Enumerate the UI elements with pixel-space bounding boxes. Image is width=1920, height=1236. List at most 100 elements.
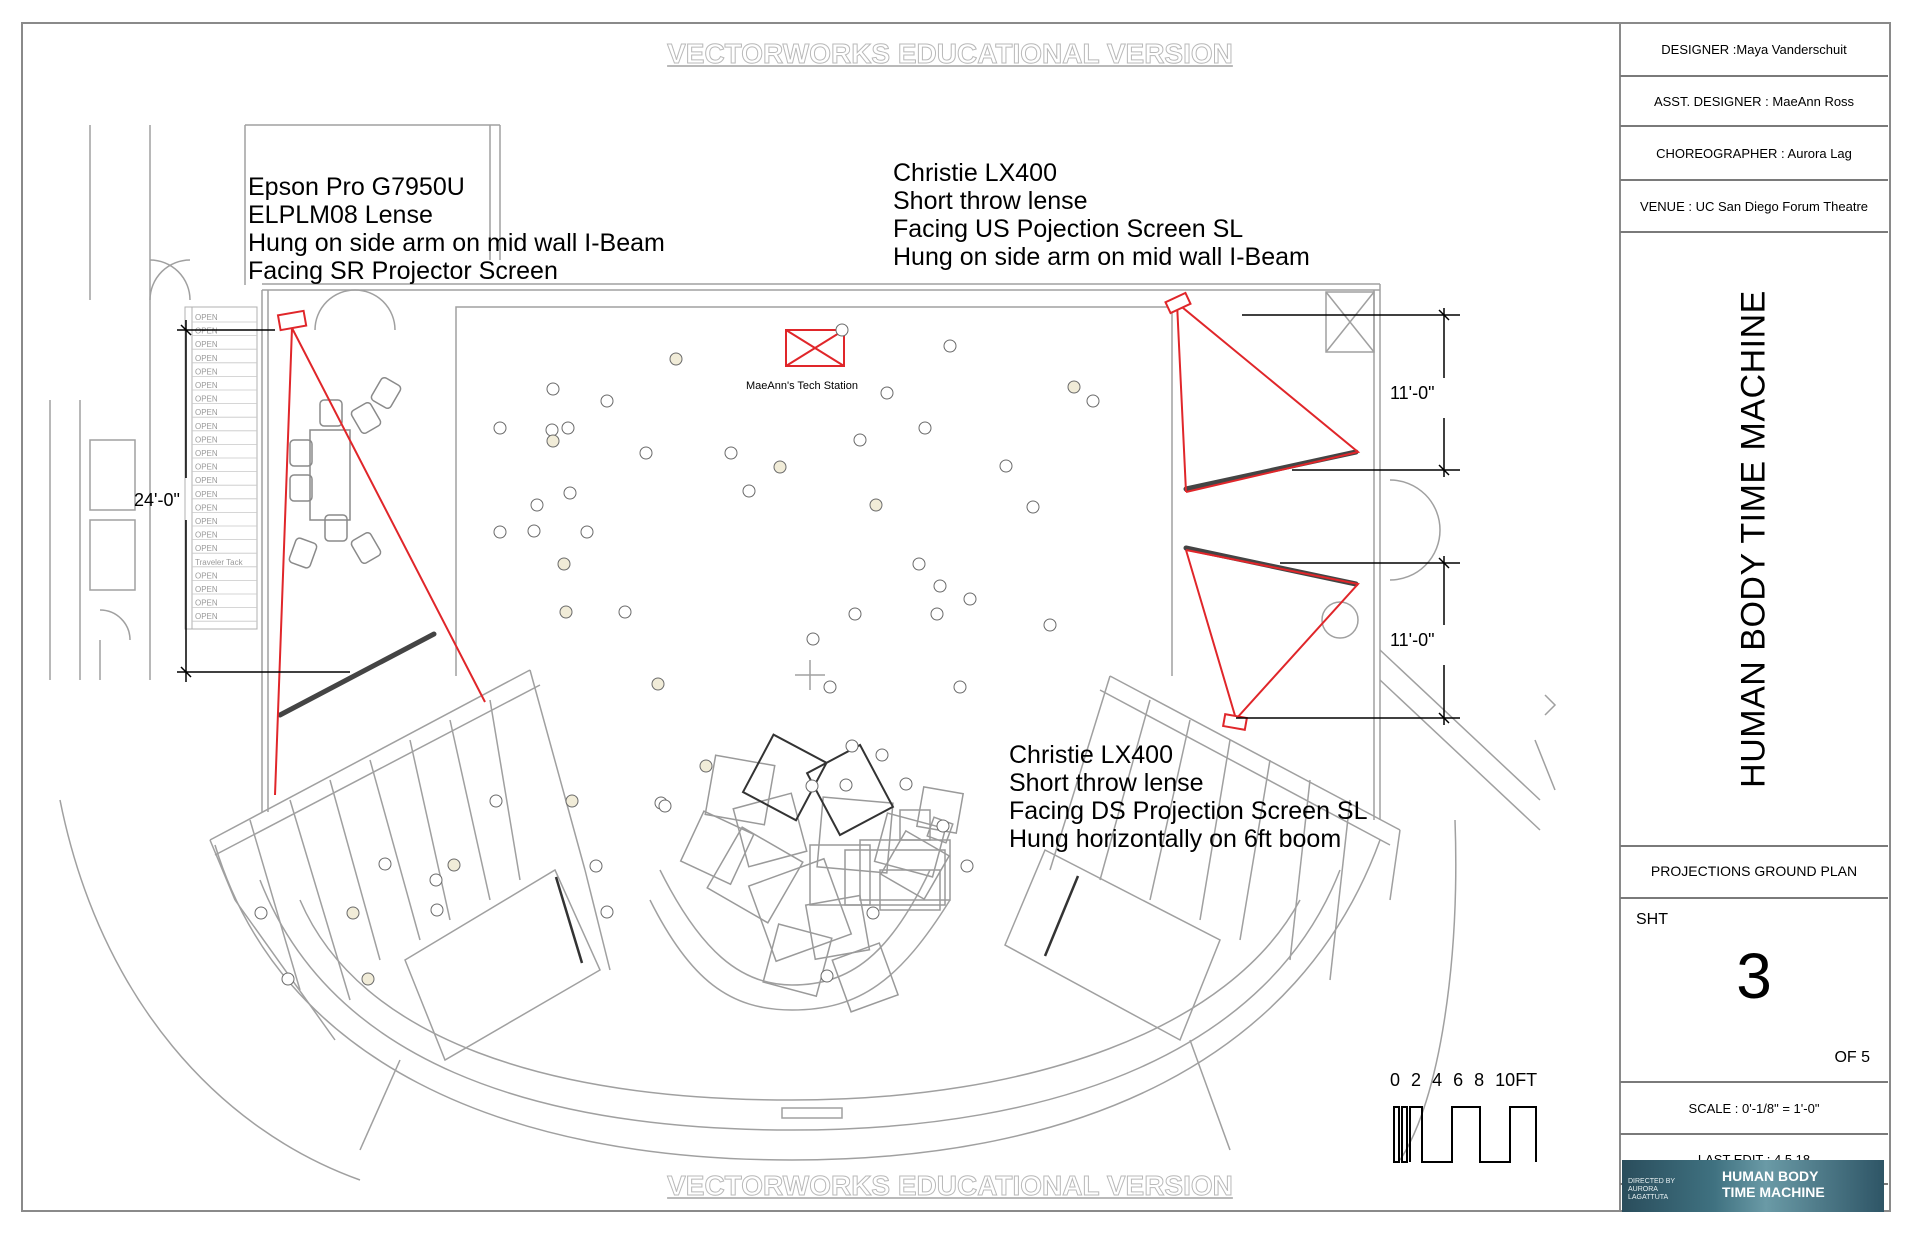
architecture bbox=[49, 124, 1557, 1181]
title-block: DESIGNER :Maya Vanderschuit ASST. DESIGN… bbox=[1620, 23, 1888, 1211]
instrument-circle bbox=[835, 323, 849, 337]
venue-cell: VENUE : UC San Diego Forum Theatre bbox=[1620, 181, 1888, 233]
instrument-circle bbox=[999, 459, 1013, 473]
lineset-label: OPEN bbox=[195, 585, 218, 594]
note-line: Hung horizontally on 6ft boom bbox=[1009, 825, 1342, 853]
instrument-circle bbox=[742, 484, 756, 498]
show-artwork-thumbnail: DIRECTED BY AURORA LAGATTUTA HUMAN BODY … bbox=[1622, 1160, 1884, 1212]
instrument-circle bbox=[557, 557, 571, 571]
instrument-circle bbox=[530, 498, 544, 512]
instrument-circle bbox=[589, 859, 603, 873]
tech-station-symbol bbox=[785, 329, 845, 367]
lineset-label: OPEN bbox=[195, 544, 218, 553]
choreographer-cell: CHOREOGRAPHER : Aurora Lag bbox=[1620, 127, 1888, 181]
lineset-label: OPEN bbox=[195, 327, 218, 336]
instrument-circle bbox=[346, 906, 360, 920]
scale-tick: 10 bbox=[1495, 1070, 1516, 1090]
watermark-bottom: VECTORWORKS EDUCATIONAL VERSION bbox=[667, 1170, 1234, 1202]
note-line: Short throw lense bbox=[893, 187, 1088, 215]
instrument-circle bbox=[912, 557, 926, 571]
lineset-label: OPEN bbox=[195, 395, 218, 404]
instrument-circle bbox=[254, 906, 268, 920]
lineset-label: OPEN bbox=[195, 367, 218, 376]
instrument-circle bbox=[580, 525, 594, 539]
instrument-circle bbox=[546, 382, 560, 396]
show-title-cell: HUMAN BODY TIME MACHINE bbox=[1620, 233, 1888, 847]
lineset-label: OPEN bbox=[195, 571, 218, 580]
lineset-label: OPEN bbox=[195, 449, 218, 458]
instrument-circle bbox=[493, 421, 507, 435]
instrument-circle bbox=[953, 680, 967, 694]
instrument-circle bbox=[618, 605, 632, 619]
instrument-circle bbox=[936, 819, 950, 833]
projector-symbols bbox=[276, 291, 1249, 731]
instrument-circle bbox=[559, 605, 573, 619]
lineset-label: Traveler Tack bbox=[195, 558, 244, 567]
lineset-label: OPEN bbox=[195, 531, 218, 540]
christie-ds-projector-note: Christie LX400 Short throw lense Facing … bbox=[1009, 741, 1368, 853]
instrument-circle bbox=[943, 339, 957, 353]
note-line: ELPLM08 Lense bbox=[248, 201, 433, 229]
instrument-circle bbox=[561, 421, 575, 435]
scale-cell: SCALE : 0'-1/8" = 1'-0" bbox=[1620, 1083, 1888, 1135]
watermark-top: VECTORWORKS EDUCATIONAL VERSION bbox=[667, 38, 1234, 70]
sr-furniture bbox=[288, 376, 402, 569]
instrument-circle bbox=[493, 525, 507, 539]
lineset-label: OPEN bbox=[195, 381, 218, 390]
instrument-circle bbox=[600, 905, 614, 919]
instrument-circle bbox=[823, 680, 837, 694]
thumbnail-credit: DIRECTED BY AURORA LAGATTUTA bbox=[1628, 1178, 1675, 1201]
instrument-circle bbox=[361, 972, 375, 986]
thumbnail-title-line: TIME MACHINE bbox=[1722, 1184, 1825, 1200]
instrument-circle bbox=[1086, 394, 1100, 408]
sheet-border bbox=[21, 22, 1891, 1212]
lineset-label: OPEN bbox=[195, 463, 218, 472]
note-line: Christie LX400 bbox=[1009, 741, 1173, 769]
instrument-circle bbox=[880, 386, 894, 400]
instrument-circle bbox=[546, 434, 560, 448]
lineset-rail bbox=[184, 306, 258, 630]
instrument-circle bbox=[773, 460, 787, 474]
lineset-label: OPEN bbox=[195, 476, 218, 485]
instrument-circle bbox=[545, 423, 559, 437]
instrument-circle bbox=[848, 607, 862, 621]
scale-tick: 4 bbox=[1432, 1070, 1443, 1090]
instrument-circle bbox=[430, 903, 444, 917]
christie-us-projector-note: Christie LX400 Short throw lense Facing … bbox=[893, 159, 1310, 271]
show-title: HUMAN BODY TIME MACHINE bbox=[1734, 290, 1773, 788]
sheet-number: 3 bbox=[1736, 940, 1772, 1012]
scale-tick: 0 bbox=[1390, 1070, 1401, 1090]
thumbnail-title-line: HUMAN BODY bbox=[1722, 1168, 1819, 1184]
lineset-label: OPEN bbox=[195, 503, 218, 512]
instrument-circle bbox=[527, 524, 541, 538]
instrument-circle bbox=[820, 969, 834, 983]
scale-bar-graphic bbox=[1393, 1106, 1537, 1163]
instrument-circle bbox=[565, 794, 579, 808]
designer-cell: DESIGNER :Maya Vanderschuit bbox=[1620, 23, 1888, 77]
instrument-circle bbox=[875, 748, 889, 762]
lineset-label: OPEN bbox=[195, 612, 218, 621]
scale-tick: 8 bbox=[1474, 1070, 1485, 1090]
dimension-lines bbox=[177, 308, 1460, 725]
lineset-label: OPEN bbox=[195, 490, 218, 499]
ds-projector-beam bbox=[1185, 549, 1360, 721]
note-line: Hung on side arm on mid wall I-Beam bbox=[248, 229, 665, 257]
sheet-label: SHT bbox=[1636, 911, 1668, 928]
instrument-circle bbox=[933, 579, 947, 593]
lineset-label: OPEN bbox=[195, 422, 218, 431]
instrument-circle bbox=[281, 972, 295, 986]
scale-tick: 2 bbox=[1411, 1070, 1422, 1090]
instrument-circle bbox=[806, 632, 820, 646]
scale-tick: 6 bbox=[1453, 1070, 1464, 1090]
us-throw-dimension: 11'-0" bbox=[1390, 383, 1435, 403]
instrument-circle bbox=[866, 906, 880, 920]
instrument-circle bbox=[669, 352, 683, 366]
us-projector-beam bbox=[1175, 300, 1361, 493]
ds-throw-dimension: 11'-0" bbox=[1390, 630, 1435, 650]
instrument-circle bbox=[899, 777, 913, 791]
instrument-circle bbox=[845, 739, 859, 753]
christie-us-projector bbox=[1164, 291, 1192, 315]
instrument-circle bbox=[378, 857, 392, 871]
